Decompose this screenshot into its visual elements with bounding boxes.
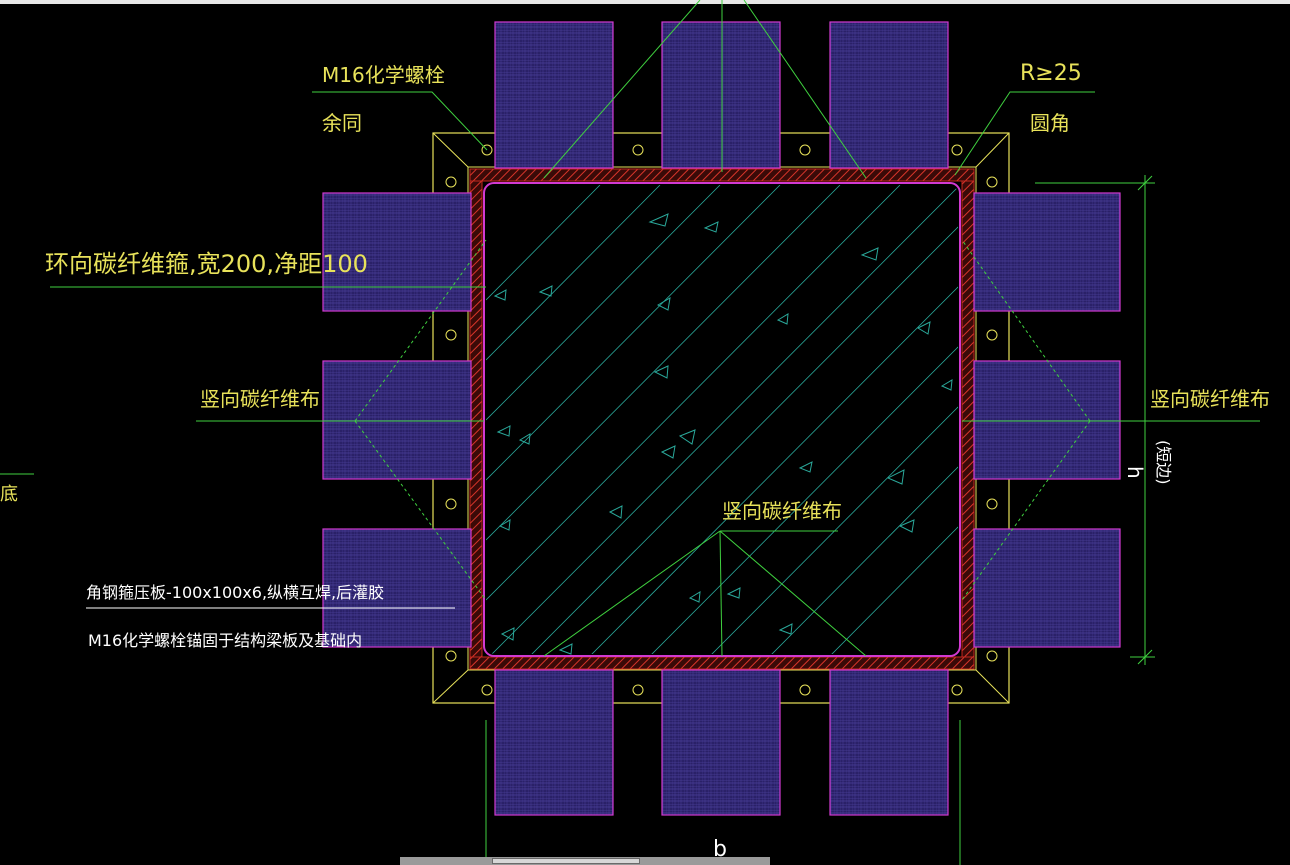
label-hoop: 环向碳纤维箍,宽200,净距100 — [45, 250, 368, 278]
dim-label-h-note: (短边) — [1154, 440, 1173, 485]
horizontal-scrollbar[interactable] — [400, 857, 770, 865]
label-anchor: M16化学螺栓锚固于结构梁板及基础内 — [88, 631, 362, 650]
dim-label-h: h — [1123, 466, 1147, 479]
dimension-b — [485, 720, 961, 865]
bolt-holes — [445, 144, 998, 696]
label-vertical-left: 竖向碳纤维布 — [200, 387, 320, 411]
label-vertical-center: 竖向碳纤维布 — [722, 499, 842, 523]
label-radius: R≥25 — [1020, 61, 1082, 86]
scroll-thumb[interactable] — [492, 858, 640, 864]
label-angle-steel: 角钢箍压板-100x100x6,纵横互焊,后灌胶 — [86, 583, 384, 602]
dimension-h — [1035, 175, 1155, 665]
leader-dashed — [354, 239, 1091, 601]
label-bolt-note: M16化学螺栓 — [322, 63, 445, 87]
label-vertical-right: 竖向碳纤维布 — [1150, 387, 1270, 411]
fabric-strips-left — [322, 192, 472, 648]
label-edge-partial: 底 — [0, 484, 18, 505]
fabric-strips-bottom — [494, 669, 949, 816]
top-bar — [0, 0, 1290, 4]
fabric-strips-right — [973, 192, 1121, 648]
label-radius-2: 圆角 — [1030, 111, 1070, 135]
dim-label-b: b — [713, 837, 727, 862]
column-section — [483, 182, 961, 657]
fabric-strips-top — [494, 21, 949, 169]
label-bolt-same: 余同 — [322, 111, 362, 135]
leader-lines — [0, 0, 1260, 657]
